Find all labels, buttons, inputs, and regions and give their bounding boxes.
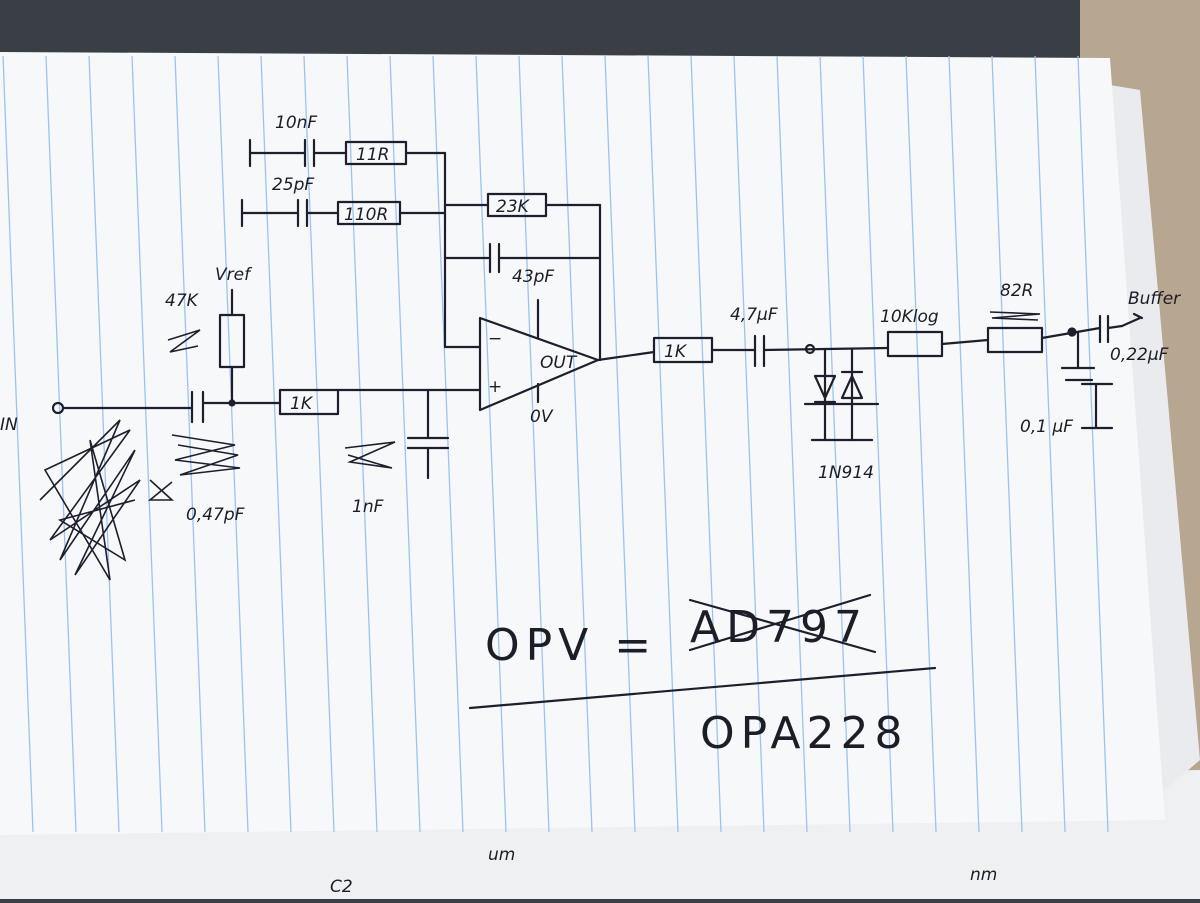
label-buffer: Buffer: [1128, 289, 1181, 309]
ruled-line: [303, 55, 335, 833]
ruled-line: [905, 55, 937, 833]
label-minus: −: [488, 329, 502, 349]
label-out: OUT: [540, 353, 578, 373]
strike-line-a: [688, 598, 877, 654]
ruled-line: [475, 55, 507, 833]
ruled-line: [88, 55, 120, 833]
ruled-line: [389, 55, 421, 833]
scribbled-area: [39, 311, 1041, 581]
label-01uf: 0,1 µF: [1020, 417, 1073, 437]
label-plus: +: [488, 377, 502, 397]
label-1k-out: 1K: [664, 342, 688, 362]
opv-struck-part: AD797: [690, 602, 868, 653]
opv-underline: [468, 666, 937, 710]
ruled-line: [991, 55, 1023, 833]
back-sheet-text-c2: C2: [330, 877, 353, 897]
label-10nf: 10nF: [275, 113, 317, 133]
feedback-network: [240, 138, 602, 362]
op-amp: [478, 298, 600, 412]
ruled-line: [174, 55, 206, 833]
label-vref: Vref: [215, 265, 253, 285]
ruled-line: [260, 55, 292, 833]
label-47k: 47K: [165, 291, 200, 311]
ruled-line: [647, 55, 679, 833]
label-43pf: 43pF: [512, 267, 554, 287]
back-sheet-text-nm: nm: [970, 865, 997, 885]
label-10klog: 10Klog: [880, 307, 939, 327]
ruled-line: [45, 55, 77, 833]
label-110r: 110R: [344, 205, 388, 225]
label-0v: 0V: [530, 407, 554, 427]
ruled-line: [432, 55, 464, 833]
label-23k: 23K: [496, 197, 531, 217]
ruled-line: [733, 55, 765, 833]
label-82r: 82R: [1000, 281, 1033, 301]
ruled-line: [561, 55, 593, 833]
ruled-line: [948, 55, 980, 833]
opv-part: OPA228: [700, 708, 908, 759]
paper-sheet: [0, 52, 1165, 835]
ruled-line: [1077, 55, 1109, 833]
ruled-line: [1034, 55, 1066, 833]
ruled-line: [604, 55, 636, 833]
input-stage: [51, 288, 482, 480]
label-47uf: 4,7µF: [730, 305, 778, 325]
strike-line-b: [688, 593, 872, 652]
label-1n914: 1N914: [818, 463, 874, 483]
opv-label: OPV =: [485, 620, 657, 671]
ruled-line: [819, 55, 851, 833]
label-25pf: 25pF: [272, 175, 314, 195]
ruled-line: [862, 55, 894, 833]
label-1k-in: 1K: [290, 394, 314, 414]
output-stage: [596, 312, 1144, 442]
label-047pf: 0,47pF: [186, 505, 245, 525]
back-sheet-text-um: um: [488, 845, 515, 865]
label-1nf: 1nF: [352, 497, 384, 517]
label-input: IN: [0, 415, 18, 435]
label-11r: 11R: [356, 145, 389, 165]
ruled-lines: [2, 55, 1109, 833]
ruled-line: [690, 55, 722, 833]
label-022uf: 0,22µF: [1110, 345, 1169, 365]
ruled-line: [2, 55, 34, 833]
ruled-line: [776, 55, 808, 833]
ruled-line: [346, 55, 378, 833]
ruled-line: [131, 55, 163, 833]
